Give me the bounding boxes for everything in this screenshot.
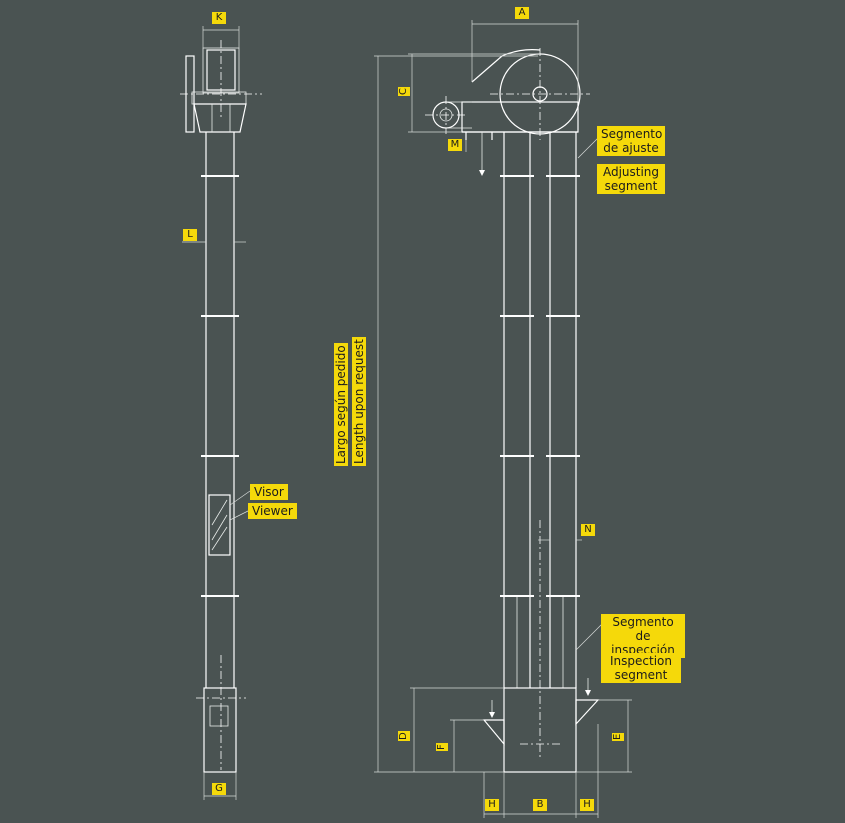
note-length-en: Length upon request: [352, 337, 366, 466]
spout-arrow-head: [479, 170, 485, 176]
side-viewer-glass-1: [211, 499, 228, 526]
side-viewer-glass-2: [211, 514, 228, 541]
dim-label-k: K: [212, 12, 226, 24]
note-viewer-es: Visor: [250, 484, 288, 500]
dim-label-c: C: [398, 87, 410, 96]
dim-label-b: B: [533, 799, 547, 811]
note-inspection-es: Segmento de inspección: [601, 614, 685, 658]
side-head-hopper: [193, 103, 247, 133]
side-viewer-glass-3: [211, 526, 228, 551]
head-base: [461, 101, 579, 133]
dim-label-g: G: [212, 783, 226, 795]
adjusting-leader: [577, 137, 599, 159]
dim-label-m: M: [448, 139, 462, 151]
note-viewer-en: Viewer: [248, 503, 297, 519]
inlet-arrow-right-head: [585, 690, 591, 696]
side-boot-opening: [209, 705, 229, 727]
viewer-leader-2: [229, 509, 251, 521]
inlet-arrow-left-head: [489, 712, 495, 718]
side-viewer-window: [208, 494, 231, 556]
boot-inlet-right: [575, 699, 600, 726]
boot-inlet-left: [482, 719, 505, 746]
note-adjusting-en: Adjusting segment: [597, 164, 665, 194]
dim-label-h-right: H: [580, 799, 594, 811]
dim-label-e: E: [612, 732, 624, 741]
note-inspection-en: Inspection segment: [601, 653, 681, 683]
front-view: [374, 20, 632, 818]
inspection-leader: [575, 623, 603, 651]
dim-label-l: L: [183, 229, 197, 241]
head-cover-arc: [501, 49, 541, 57]
side-boot-box: [203, 687, 237, 773]
head-cover-slope: [471, 55, 503, 83]
dim-label-n: N: [581, 524, 595, 536]
dim-label-d: D: [398, 731, 410, 741]
side-view: [180, 26, 262, 800]
note-length-es: Largo según pedido: [334, 343, 348, 466]
dim-label-h-left: H: [485, 799, 499, 811]
dim-label-f: F: [436, 743, 448, 751]
dim-label-a: A: [515, 7, 529, 19]
viewer-leader-1: [229, 490, 251, 506]
note-adjusting-es: Segmento de ajuste: [597, 126, 665, 156]
side-head-frame: [202, 47, 240, 94]
